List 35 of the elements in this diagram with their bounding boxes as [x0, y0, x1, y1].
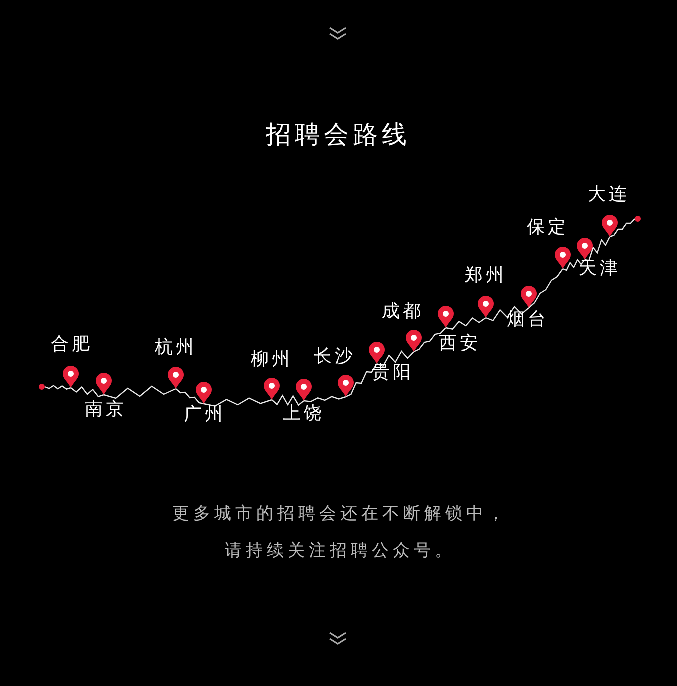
- city-label: 烟台: [507, 308, 549, 331]
- city-label: 大连: [588, 183, 630, 206]
- city-label: 广州: [184, 403, 226, 426]
- city-label: 杭州: [155, 336, 197, 359]
- route-line: [414, 328, 446, 353]
- city-label: 贵阳: [372, 361, 414, 384]
- route-line: [486, 306, 530, 322]
- city-label: 天津: [579, 257, 621, 280]
- route-line: [104, 386, 176, 400]
- route-line: [272, 394, 304, 406]
- route-end-dot: [635, 216, 641, 222]
- route-line: [304, 396, 346, 402]
- city-label: 长沙: [314, 345, 356, 368]
- route-end-dot: [39, 384, 45, 390]
- route-line: [528, 268, 564, 308]
- route-line: [70, 386, 104, 398]
- route-line: [610, 218, 636, 238]
- route-line: [376, 350, 414, 368]
- caption: 更多城市的招聘会还在不断解锁中，请持续关注招聘公众号。: [172, 503, 510, 563]
- route-line: [176, 388, 204, 405]
- route-line: [204, 398, 272, 407]
- city-label: 柳州: [251, 348, 293, 371]
- city-label: 上饶: [283, 402, 325, 425]
- route-line: [562, 258, 586, 272]
- title: 招聘会路线: [266, 120, 411, 149]
- city-label: 合肥: [51, 333, 93, 356]
- city-label: 保定: [527, 216, 569, 239]
- city-label: 西安: [439, 332, 481, 355]
- route-line: [584, 236, 611, 262]
- city-label: 郑州: [465, 264, 507, 287]
- city-label: 成都: [382, 300, 424, 323]
- route-line: [346, 364, 378, 398]
- city-label: 南京: [85, 398, 127, 421]
- route-line: [446, 318, 486, 330]
- route-line: [44, 385, 72, 390]
